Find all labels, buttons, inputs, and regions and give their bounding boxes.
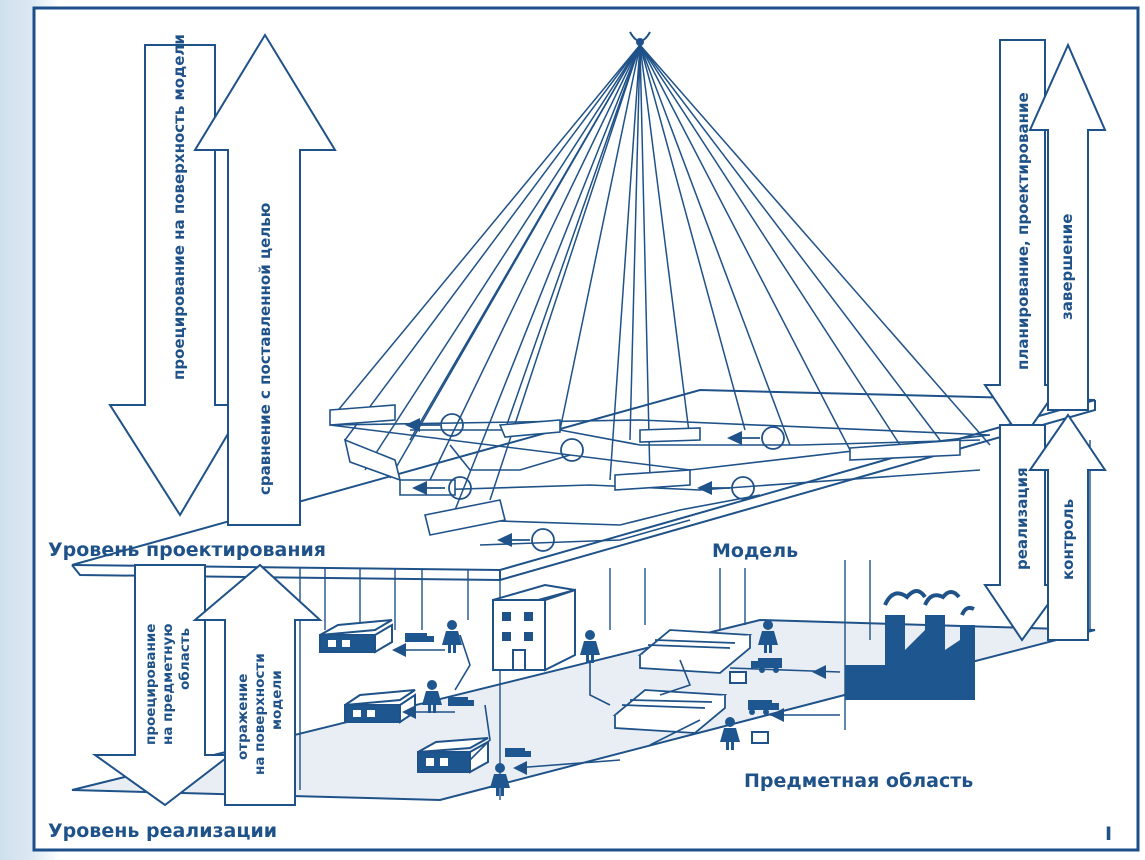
platform-2 <box>612 689 728 734</box>
label-subject-area: Предметная область <box>744 770 973 792</box>
house-block-3 <box>417 737 489 774</box>
house-block-1 <box>319 619 393 654</box>
design-plane <box>71 388 1096 582</box>
arrow-control <box>1028 413 1107 641</box>
arrow-label-control: контроль <box>1059 499 1077 580</box>
arrow-projection-subject <box>91 564 233 807</box>
house-block-2 <box>344 689 416 724</box>
model-arrowheads <box>405 418 742 547</box>
arrow-reflection-model <box>192 563 323 806</box>
projection-rays <box>329 44 991 511</box>
arrow-projection-model-surface <box>108 44 247 517</box>
people-icons <box>422 620 778 796</box>
arrow-label-comparison-goal: сравнение с поставленной целью <box>256 203 274 495</box>
factory-icon <box>845 589 975 700</box>
arrow-comparison-goal <box>193 33 337 526</box>
arrow-label-projection-model-surface: проецирование на поверхность модели <box>170 34 188 380</box>
model-prisms <box>329 404 961 536</box>
label-model: Модель <box>712 540 798 562</box>
arrow-label-completion: завершение <box>1058 214 1076 320</box>
platform-1 <box>637 629 753 674</box>
arrow-completion <box>1028 42 1107 411</box>
arrow-label-reflection-2: на поверхности <box>252 653 268 775</box>
arrow-label-projection-subject-2: на предметную <box>160 624 176 745</box>
arrow-label-realization: реализация <box>1013 467 1031 570</box>
cart-icons <box>729 671 769 744</box>
subject-arrowheads <box>392 643 826 775</box>
arrow-label-reflection-1: отражение <box>235 674 251 760</box>
arrow-label-projection-subject-3: область <box>177 628 193 690</box>
office-building-icon <box>492 583 576 672</box>
page-mark: I <box>1105 823 1112 845</box>
label-design-level: Уровень проектирования <box>48 539 326 561</box>
arrow-label-reflection-3: модели <box>269 670 285 730</box>
observer-eye-icon <box>629 31 651 46</box>
label-implementation-level: Уровень реализации <box>48 820 277 842</box>
arrow-label-projection-subject-1: проецирование <box>143 624 159 745</box>
arrow-label-planning-design: планирование, проектирование <box>1014 92 1032 370</box>
implementation-plane <box>71 618 1096 802</box>
